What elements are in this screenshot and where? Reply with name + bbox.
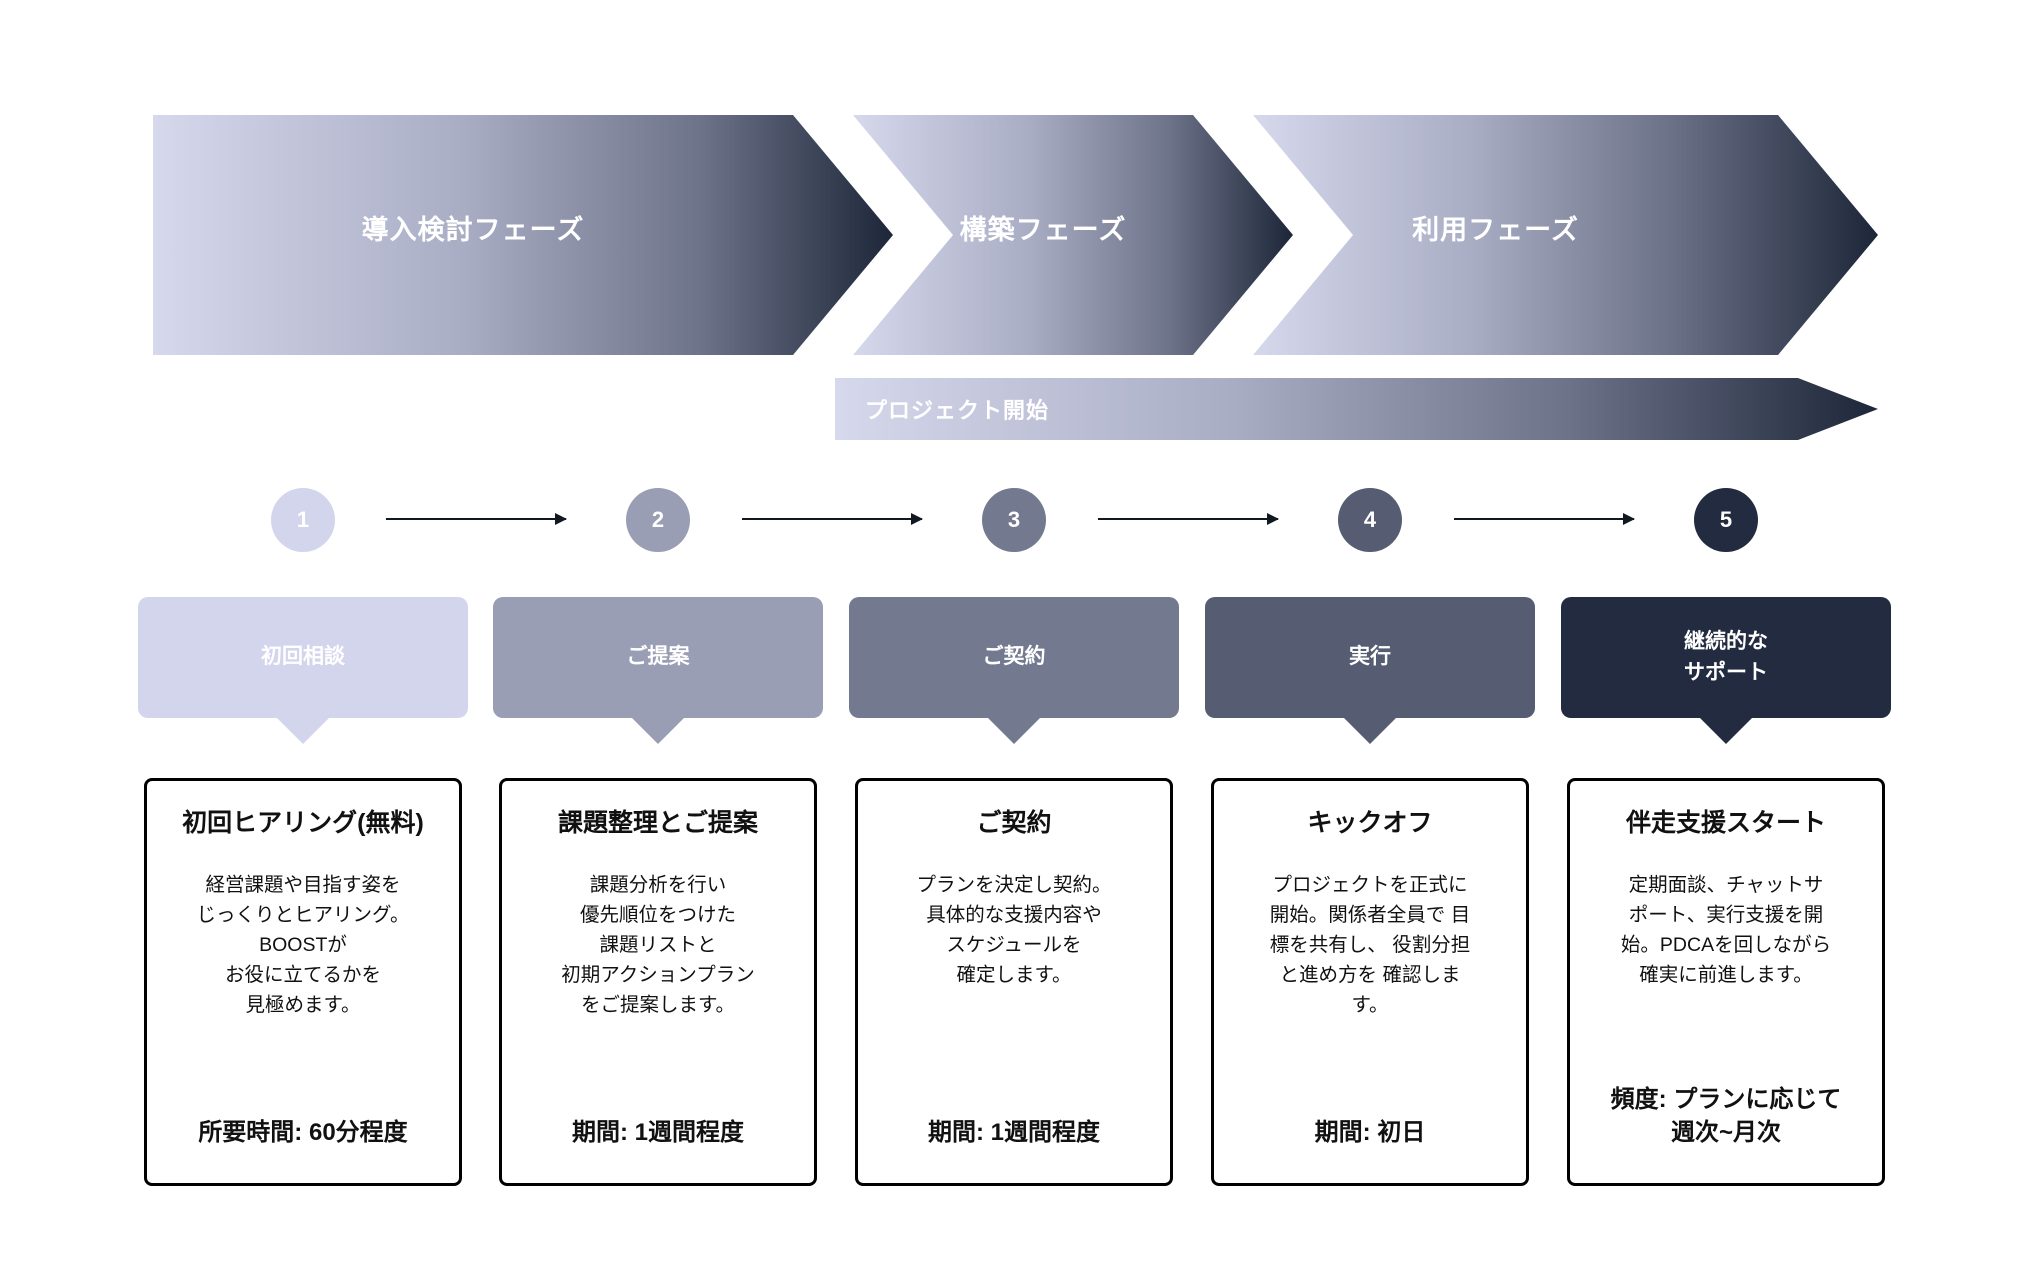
step-tag-4[interactable]: 実行 <box>1205 597 1535 744</box>
step-number-circle-2: 2 <box>626 488 690 552</box>
project-start-label: プロジェクト開始 <box>865 398 1050 423</box>
tag-pointer-icon-3 <box>988 718 1040 744</box>
step-card-1: 初回ヒアリング(無料) 経営課題や目指す姿を じっくりとヒアリング。 BOOST… <box>144 778 462 1186</box>
step-card-meta-3: 期間: 1週間程度 <box>927 1118 1100 1146</box>
step-card-desc-2: 課題分析を行い 優先順位をつけた 課題リストと 初期アクションプラン をご提案し… <box>561 873 755 1017</box>
step-card-desc-5: 定期面談、チャットサ ポート、実行支援を開 始。PDCAを回しながら 確実に前進… <box>1620 873 1832 987</box>
phase-label-1: 導入検討フェーズ <box>361 214 585 245</box>
step-number-circle-3: 3 <box>982 488 1046 552</box>
step-card-3: ご契約 プランを決定し契約。 具体的な支援内容や スケジュールを 確定します。 … <box>855 778 1173 1186</box>
step-card-title-1: 初回ヒアリング(無料) <box>182 809 424 837</box>
step-number-circle-5: 5 <box>1694 488 1758 552</box>
phase-chevron-2: 構築フェーズ <box>853 115 1293 355</box>
phase-label-2: 構築フェーズ <box>959 214 1127 245</box>
arrow-4-to-5-icon <box>1454 513 1635 525</box>
phase-label-3: 利用フェーズ <box>1412 214 1579 245</box>
phase-band: 導入検討フェーズ 構築フェーズ 利用フェーズ <box>153 115 1878 355</box>
step-tag-label-5: 継続的な サポート <box>1684 630 1768 684</box>
step-number-1: 1 <box>296 507 310 532</box>
step-number-5: 5 <box>1719 507 1733 532</box>
step-number-4: 4 <box>1363 507 1377 532</box>
arrow-3-to-4-icon <box>1098 513 1279 525</box>
step-card-title-5: 伴走支援スタート <box>1625 809 1826 837</box>
step-tag-label-2: ご提案 <box>626 645 690 669</box>
tag-pointer-icon-5 <box>1700 718 1752 744</box>
step-number-3: 3 <box>1007 507 1021 532</box>
step-card-2: 課題整理とご提案 課題分析を行い 優先順位をつけた 課題リストと 初期アクション… <box>499 778 817 1186</box>
arrow-1-to-2-icon <box>386 513 567 525</box>
step-card-meta-1: 所要時間: 60分程度 <box>198 1118 408 1146</box>
step-card-title-3: ご契約 <box>976 809 1052 837</box>
step-tag-label-4: 実行 <box>1349 645 1391 669</box>
step-number-2: 2 <box>651 507 665 532</box>
step-card-title-2: 課題整理とご提案 <box>557 809 758 837</box>
step-card-meta-5: 頻度: プランに応じて 週次~月次 <box>1610 1086 1842 1146</box>
step-tag-1[interactable]: 初回相談 <box>138 597 468 744</box>
step-tag-5[interactable]: 継続的な サポート <box>1561 597 1891 744</box>
step-card-desc-4: プロジェクトを正式に 開始。関係者全員で 目 標を共有し、 役割分担 と進め方を… <box>1269 873 1471 1017</box>
arrow-2-to-3-icon <box>742 513 923 525</box>
step-card-desc-3: プランを決定し契約。 具体的な支援内容や スケジュールを 確定します。 <box>916 873 1112 987</box>
step-card-title-4: キックオフ <box>1307 809 1433 837</box>
tag-pointer-icon-4 <box>1344 718 1396 744</box>
phase-chevron-3: 利用フェーズ <box>1253 115 1878 355</box>
step-number-circle-1: 1 <box>271 488 335 552</box>
step-tag-label-1: 初回相談 <box>261 645 345 669</box>
project-start-arrow: プロジェクト開始 <box>835 378 1878 440</box>
step-card-meta-2: 期間: 1週間程度 <box>571 1118 744 1146</box>
step-tag-label-3: ご契約 <box>982 645 1046 669</box>
step-number-circle-4: 4 <box>1338 488 1402 552</box>
tag-pointer-icon-1 <box>277 718 329 744</box>
step-tag-3[interactable]: ご契約 <box>849 597 1179 744</box>
step-card-5: 伴走支援スタート 定期面談、チャットサ ポート、実行支援を開 始。PDCAを回し… <box>1567 778 1885 1186</box>
phase-chevron-1: 導入検討フェーズ <box>153 115 893 355</box>
step-tag-2[interactable]: ご提案 <box>493 597 823 744</box>
step-card-meta-4: 期間: 初日 <box>1314 1118 1426 1146</box>
tag-pointer-icon-2 <box>632 718 684 744</box>
step-card-4: キックオフ プロジェクトを正式に 開始。関係者全員で 目 標を共有し、 役割分担… <box>1211 778 1529 1186</box>
step-card-desc-1: 経営課題や目指す姿を じっくりとヒアリング。 BOOSTが お役に立てるかを 見… <box>196 873 410 1017</box>
